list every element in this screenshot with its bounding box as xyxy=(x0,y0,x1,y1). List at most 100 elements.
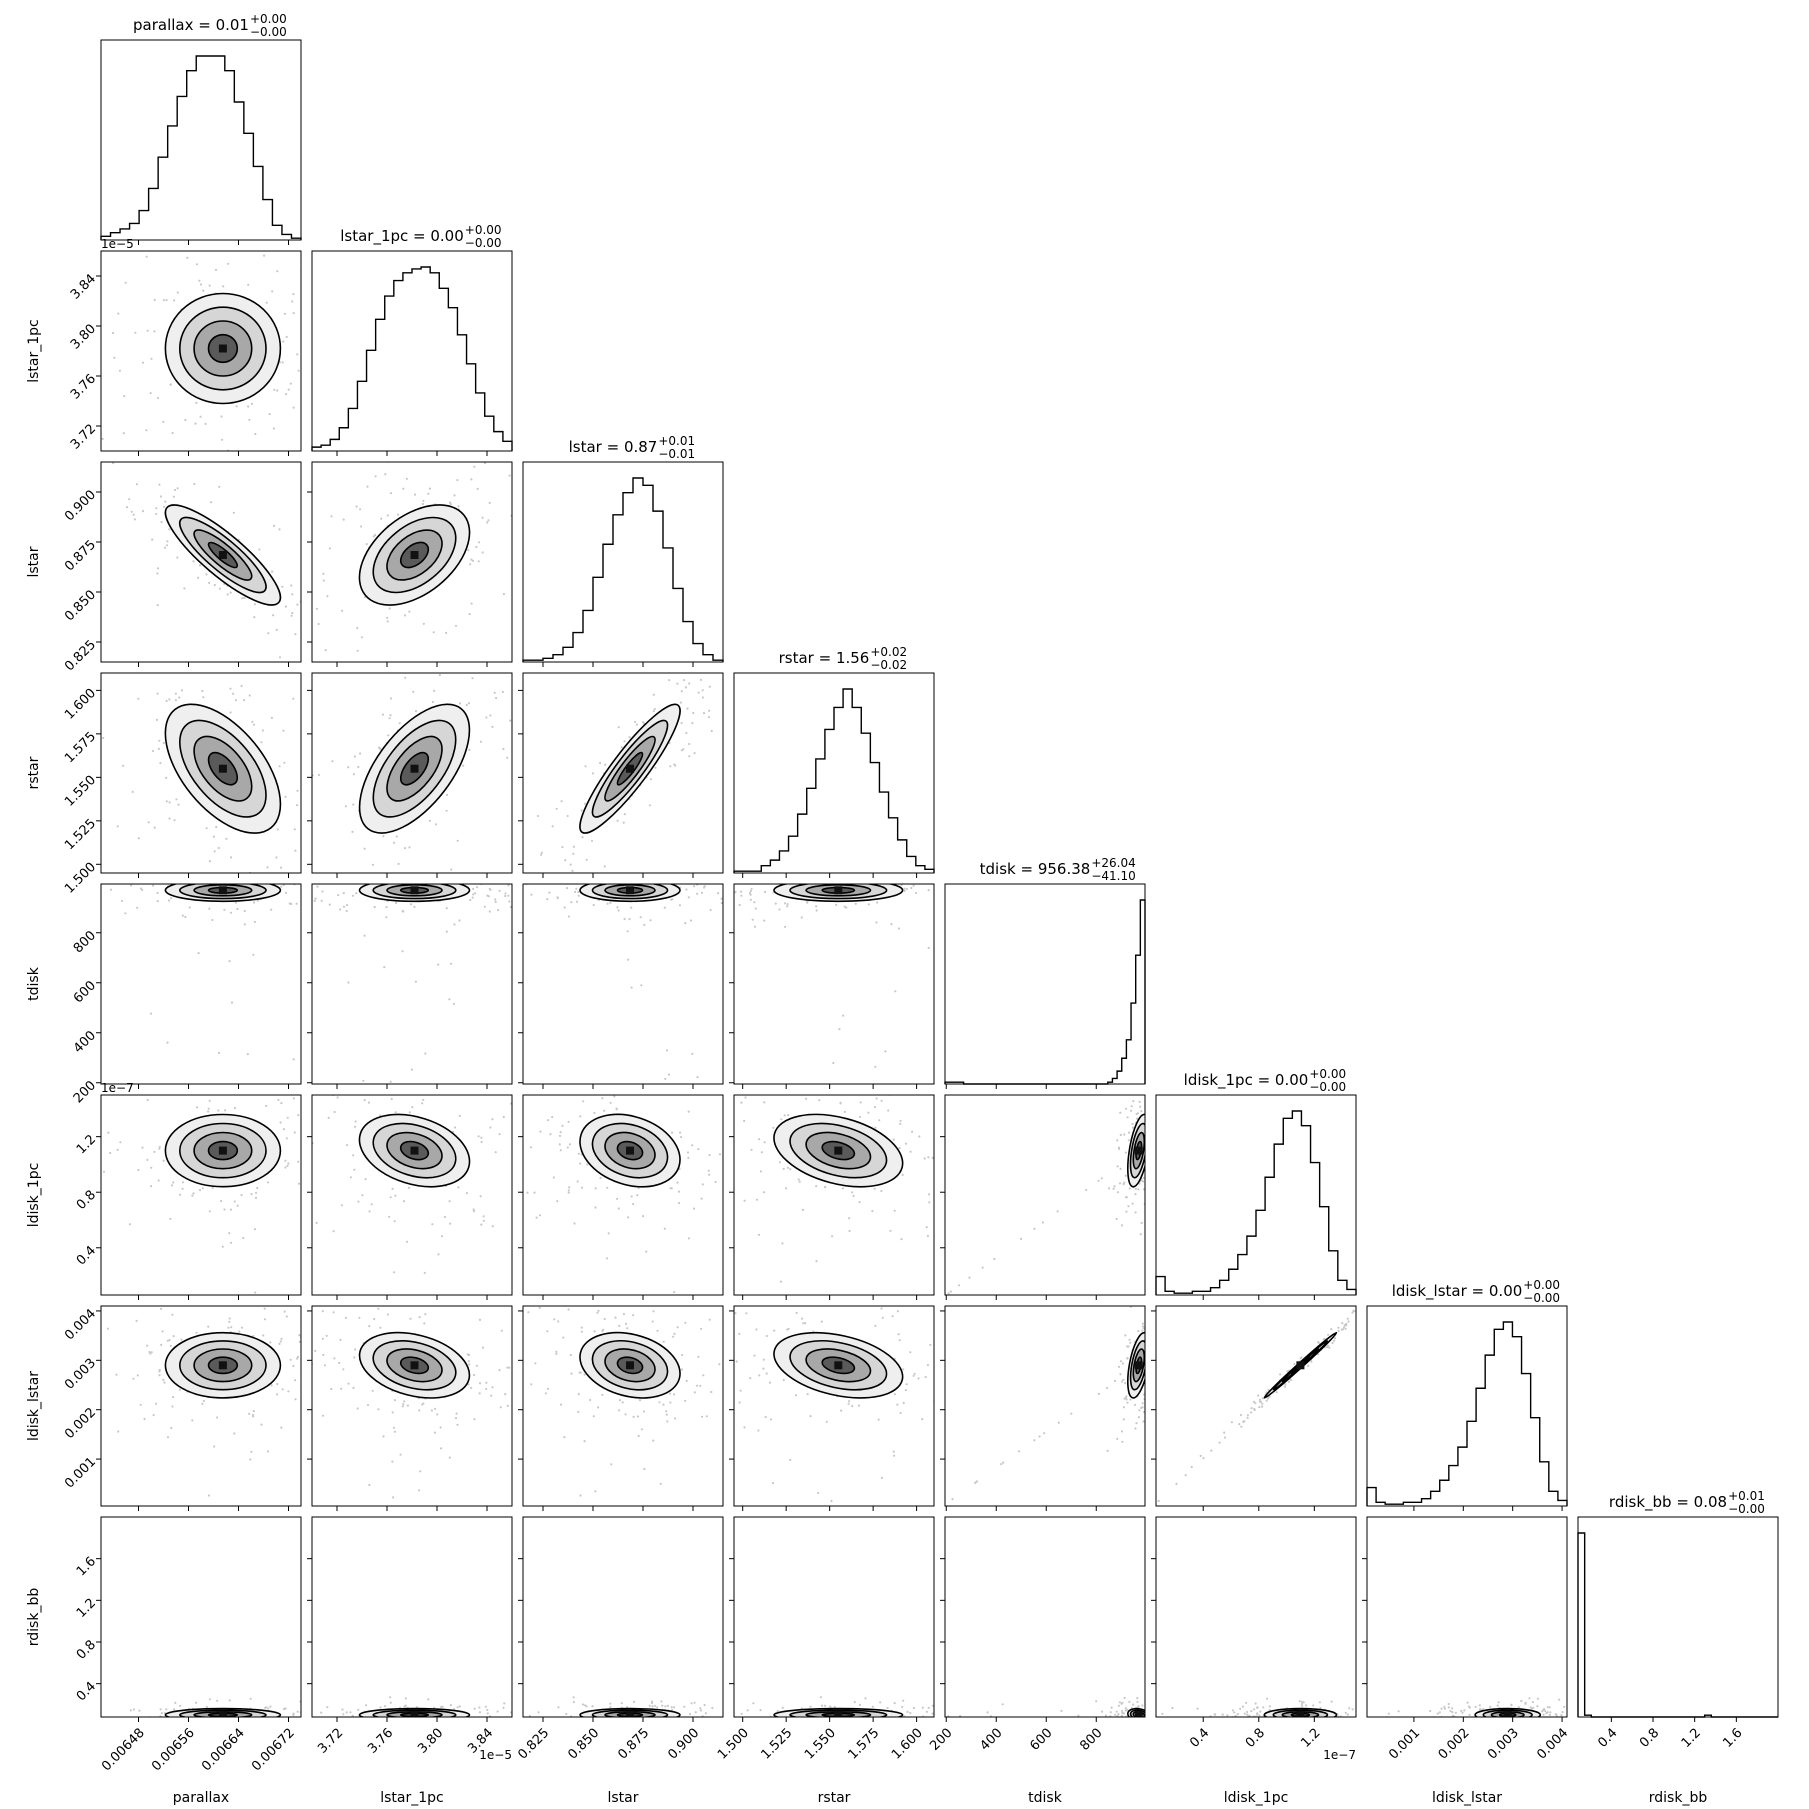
panel-lstar-vs-lstar: lstar = 0.87+0.01−0.01 xyxy=(522,434,724,667)
sample-point xyxy=(195,263,199,266)
sample-point xyxy=(251,720,254,724)
sample-point xyxy=(399,1191,401,1193)
sample-point xyxy=(194,1718,196,1720)
sample-point xyxy=(330,1298,332,1300)
panel-frame xyxy=(100,672,302,874)
sample-point xyxy=(1555,1717,1557,1719)
panel-inner xyxy=(312,1696,512,1717)
panel-rstar-vs-lstar_1pc xyxy=(307,672,513,878)
sample-point xyxy=(596,876,598,878)
sample-point xyxy=(765,1289,767,1291)
sample-point xyxy=(263,254,266,257)
sample-point xyxy=(298,1350,300,1352)
sample-point xyxy=(150,1185,153,1188)
x-axis-label-rdisk_bb: rdisk_bb xyxy=(1649,1790,1708,1806)
panel-frame xyxy=(733,672,935,874)
density-peak xyxy=(218,886,227,895)
panel-title-sub-lstar: −0.01 xyxy=(658,447,695,461)
tail-point xyxy=(1095,1700,1098,1703)
sample-point xyxy=(1510,1703,1513,1706)
sample-point xyxy=(1358,1713,1360,1715)
sample-point xyxy=(1149,1382,1151,1384)
sample-point xyxy=(229,877,231,879)
sample-point xyxy=(839,1102,842,1105)
sample-point xyxy=(569,1353,572,1357)
panel-frame xyxy=(522,1305,724,1507)
sample-point xyxy=(222,1719,224,1721)
sample-point xyxy=(952,1705,954,1707)
sample-point xyxy=(402,910,405,913)
sample-point xyxy=(275,1730,277,1732)
sample-point xyxy=(155,512,158,516)
tail-point xyxy=(1157,1499,1160,1503)
sample-point xyxy=(902,1401,905,1405)
density-contour xyxy=(1132,1348,1145,1383)
sample-point xyxy=(1145,1724,1147,1726)
sample-point xyxy=(499,1406,502,1409)
sample-point xyxy=(212,835,215,838)
sample-point xyxy=(1426,1257,1428,1259)
density-peak xyxy=(626,1710,634,1717)
sample-point xyxy=(473,465,476,468)
sample-point xyxy=(506,1404,509,1407)
density-contour xyxy=(579,1331,681,1399)
sample-point xyxy=(156,891,159,895)
x-tick-label-parallax: 0.00648 xyxy=(99,1726,148,1775)
sample-point xyxy=(351,599,353,601)
panel-title-lstar: lstar = 0.87 xyxy=(569,438,658,456)
sample-point xyxy=(873,1187,876,1190)
sample-point xyxy=(747,1179,749,1181)
sample-point xyxy=(243,875,245,877)
sample-point xyxy=(402,487,405,490)
sample-point xyxy=(267,1707,270,1710)
sample-point xyxy=(875,1097,878,1100)
sample-point xyxy=(843,1110,847,1113)
tail-point xyxy=(838,1028,841,1031)
sample-point xyxy=(636,1194,639,1197)
sample-point xyxy=(579,1302,581,1304)
sample-point xyxy=(132,513,135,516)
density-contour xyxy=(805,1348,872,1383)
sample-point xyxy=(506,1366,509,1369)
tail-point xyxy=(292,1058,295,1061)
sample-point xyxy=(542,1180,544,1182)
sample-point xyxy=(1526,1730,1528,1732)
sample-point xyxy=(283,312,287,315)
sample-point xyxy=(290,608,292,610)
sample-point xyxy=(1246,1416,1249,1419)
sample-point xyxy=(168,528,171,531)
sample-point xyxy=(307,880,309,882)
sample-point xyxy=(166,540,169,543)
sample-point xyxy=(750,1148,753,1151)
sample-point xyxy=(931,1712,934,1715)
density-contour xyxy=(616,1356,644,1375)
sample-point xyxy=(358,1316,361,1319)
sample-point xyxy=(314,352,316,354)
tail-point xyxy=(1100,1177,1103,1180)
sample-point xyxy=(1238,1423,1241,1426)
sample-point xyxy=(309,1150,311,1152)
sample-point xyxy=(202,289,205,292)
sample-point xyxy=(1116,1139,1119,1142)
sample-point xyxy=(173,299,176,302)
sample-point xyxy=(308,854,310,856)
sample-point xyxy=(1516,1718,1518,1720)
sample-point xyxy=(718,1363,721,1366)
sample-point xyxy=(391,1187,394,1190)
sample-point xyxy=(1150,1363,1152,1365)
tail-point xyxy=(981,1266,984,1269)
y-tick-label-ldisk_lstar: 0.003 xyxy=(62,1356,99,1393)
sample-point xyxy=(193,482,196,486)
sample-point xyxy=(449,502,452,506)
sample-point xyxy=(199,1089,201,1091)
sample-point xyxy=(1145,1303,1147,1305)
sample-point xyxy=(1121,1440,1124,1443)
panel-inner xyxy=(1157,1257,1428,1503)
sample-point xyxy=(789,1168,792,1171)
sample-point xyxy=(84,477,86,479)
sample-point xyxy=(1121,1711,1124,1715)
sample-point xyxy=(668,1111,670,1113)
sample-point xyxy=(229,687,232,690)
sample-point xyxy=(1137,1330,1140,1333)
sample-point xyxy=(236,1204,239,1207)
